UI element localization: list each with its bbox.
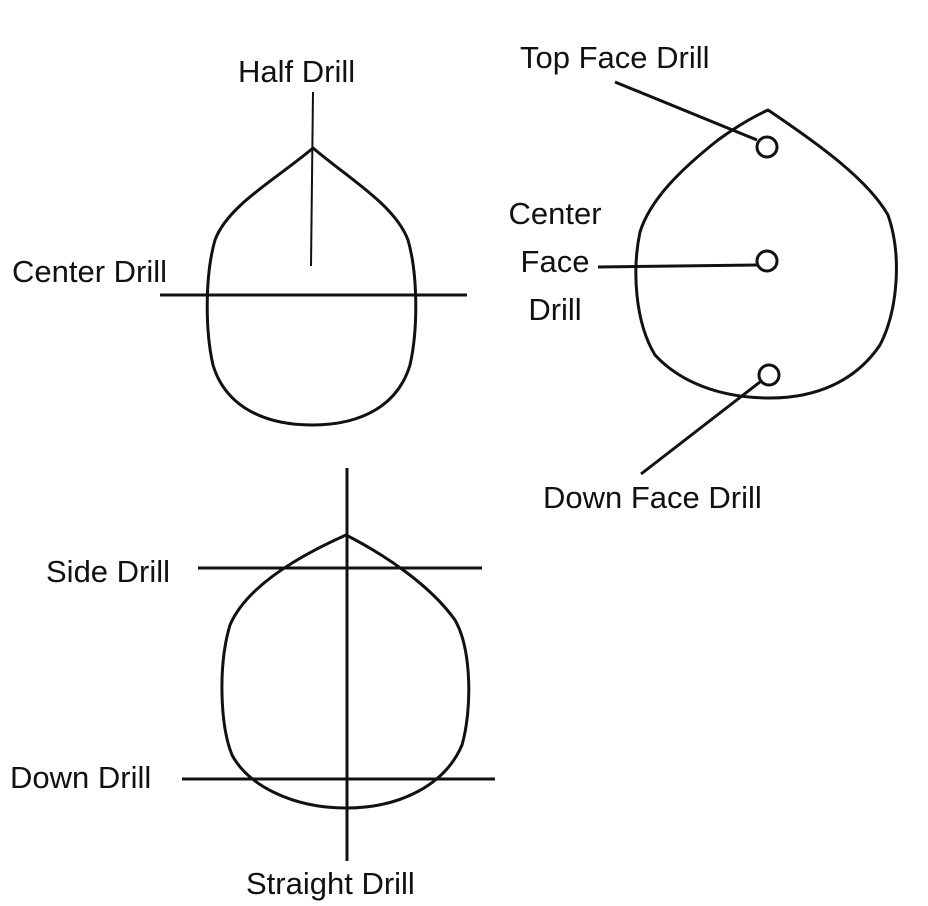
top-face-drill-hole <box>755 135 779 159</box>
top-face-drill-label: Top Face Drill <box>520 40 710 75</box>
down-drill-label: Down Drill <box>10 760 152 795</box>
center-face-drill-leader <box>597 263 758 269</box>
top-face-drill-leader <box>614 80 758 142</box>
stone-outline-top-right <box>634 108 898 400</box>
stone-face-drills <box>597 80 898 476</box>
center-face-drill-label-line3: Drill <box>528 292 582 327</box>
center-face-drill-hole <box>755 249 779 273</box>
stone-outline-bottom <box>220 533 471 810</box>
half-drill-label: Half Drill <box>238 54 356 89</box>
stone-half-center <box>160 91 467 427</box>
half-drill-line <box>310 91 314 267</box>
down-face-drill-label: Down Face Drill <box>543 480 762 515</box>
stone-side-down-straight <box>182 468 495 861</box>
side-drill-label: Side Drill <box>46 554 171 589</box>
stone-outline-top-left <box>205 146 418 427</box>
center-face-drill-label-line2: Face <box>520 244 590 279</box>
straight-drill-label: Straight Drill <box>246 866 415 901</box>
down-face-drill-hole <box>757 363 781 387</box>
center-face-drill-label-line1: Center <box>508 196 602 231</box>
center-face-drill-label: Center Face Drill <box>498 190 612 334</box>
center-drill-label: Center Drill <box>12 254 168 289</box>
down-face-drill-leader <box>640 380 761 476</box>
